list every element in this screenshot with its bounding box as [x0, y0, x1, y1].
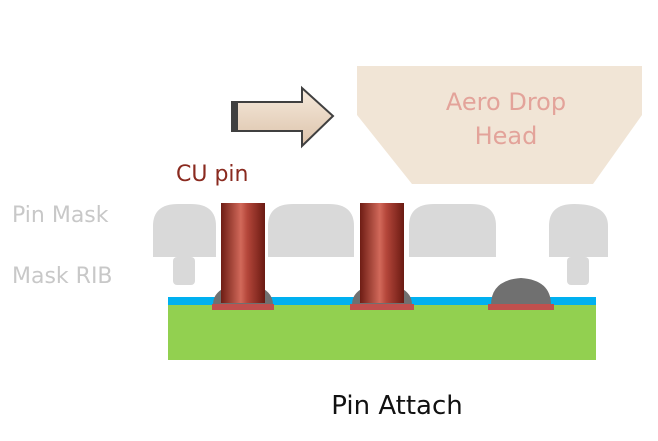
- pin-mask-block-4: [549, 204, 608, 257]
- copper-pads: [212, 304, 554, 310]
- caption: Pin Attach: [331, 391, 463, 421]
- pin-mask: [153, 204, 608, 285]
- substrate: [168, 304, 596, 360]
- pin-mask-block-2: [268, 204, 354, 257]
- pad-2: [350, 304, 414, 310]
- head-label-line2: Head: [475, 122, 538, 150]
- head-label-line1: Aero Drop: [446, 88, 566, 116]
- cu-pin-label: CU pin: [176, 162, 248, 187]
- aero-drop-head: [357, 66, 642, 184]
- mask-rib-4: [567, 257, 589, 285]
- cu-pin-1: [221, 203, 265, 303]
- copper-pins: [221, 203, 404, 303]
- mask-rib-1: [173, 257, 195, 285]
- pad-3: [488, 304, 554, 310]
- pin-mask-block-3: [409, 204, 496, 257]
- pin-mask-label: Pin Mask: [12, 203, 109, 228]
- solder-bump-3: [491, 278, 551, 305]
- pin-mask-block-1: [153, 204, 216, 257]
- cu-pin-2: [360, 203, 404, 303]
- pad-1: [212, 304, 274, 310]
- arrow-right-icon: [231, 85, 335, 149]
- mask-rib-label: Mask RIB: [12, 264, 113, 289]
